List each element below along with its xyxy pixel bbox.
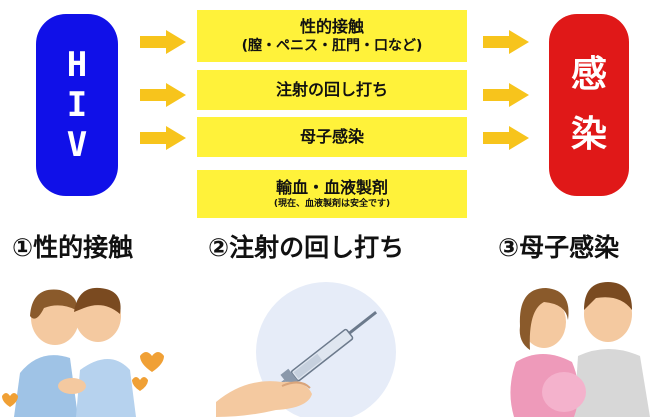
route-title: 注射の回し打ち <box>275 80 388 99</box>
route-blood-transfusion: 輸血・血液製剤 (現在、血液製剤は安全です) <box>197 170 467 218</box>
infection-char-1: 感 <box>570 54 607 95</box>
caption-shared-injection: ②注射の回し打ち <box>208 233 405 262</box>
infection-box: 感 染 <box>549 14 629 196</box>
route-sexual-contact: 性的接触 (膣・ペニス・肛門・口など) <box>197 10 467 62</box>
arrow-right-icon <box>483 83 529 107</box>
arrow-right-icon <box>483 126 529 150</box>
route-title: 性的接触 <box>299 17 364 36</box>
arrow-right-icon <box>140 83 186 107</box>
hiv-letter-h: H <box>66 45 88 85</box>
route-title: 母子感染 <box>299 127 364 146</box>
route-shared-injection: 注射の回し打ち <box>197 70 467 110</box>
route-detail: (膣・ペニス・肛門・口など) <box>241 38 423 54</box>
caption-sexual-contact: ①性的接触 <box>12 233 134 262</box>
infection-char-2: 染 <box>570 114 607 155</box>
route-mother-to-child: 母子感染 <box>197 117 467 157</box>
caption-mother-to-child: ③母子感染 <box>498 233 620 262</box>
hiv-box: H I V <box>36 14 118 196</box>
hiv-letter-i: I <box>66 85 88 125</box>
arrow-right-icon <box>140 30 186 54</box>
route-note: (現在、血液製剤は安全です) <box>273 199 391 209</box>
pregnant-couple-illustration <box>510 282 650 417</box>
embracing-couple-illustration <box>2 287 164 417</box>
arrow-right-icon <box>140 126 186 150</box>
syringe-illustration <box>216 282 396 417</box>
route-title: 輸血・血液製剤 <box>275 178 388 197</box>
hiv-letter-v: V <box>66 125 88 165</box>
arrow-right-icon <box>483 30 529 54</box>
